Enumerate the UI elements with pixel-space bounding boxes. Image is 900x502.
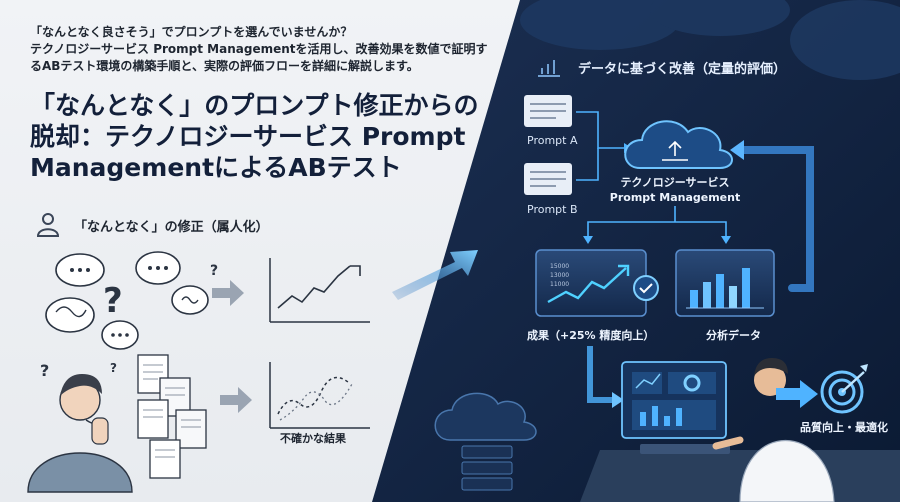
uncertain-result-label: 不確かな結果 bbox=[280, 432, 346, 445]
traditional-heading-label: 「なんとなく」の修正（属人化） bbox=[74, 220, 269, 235]
arrow-right-icon bbox=[212, 280, 252, 413]
question-mark-icon: ? bbox=[103, 281, 123, 321]
svg-text:?: ? bbox=[110, 361, 117, 375]
traditional-heading: 「なんとなく」の修正（属人化） bbox=[30, 210, 390, 237]
lead-line-1: 「なんとなく良さそう」でプロンプトを選んでいませんか？ bbox=[30, 25, 353, 39]
title-line-3: ManagementによるABテスト bbox=[30, 153, 402, 182]
thinking-person-icon bbox=[27, 374, 133, 493]
chart-uncertain-icon bbox=[269, 362, 370, 429]
documents-icon bbox=[137, 354, 207, 479]
svg-text:?: ? bbox=[40, 361, 49, 380]
svg-text:?: ? bbox=[210, 263, 218, 279]
lead-line-3: るABテスト環境の構築手順と、実際の評価フローを詳細に解説します。 bbox=[30, 59, 419, 73]
chart-rising-icon bbox=[269, 258, 370, 323]
person-icon bbox=[36, 213, 60, 237]
